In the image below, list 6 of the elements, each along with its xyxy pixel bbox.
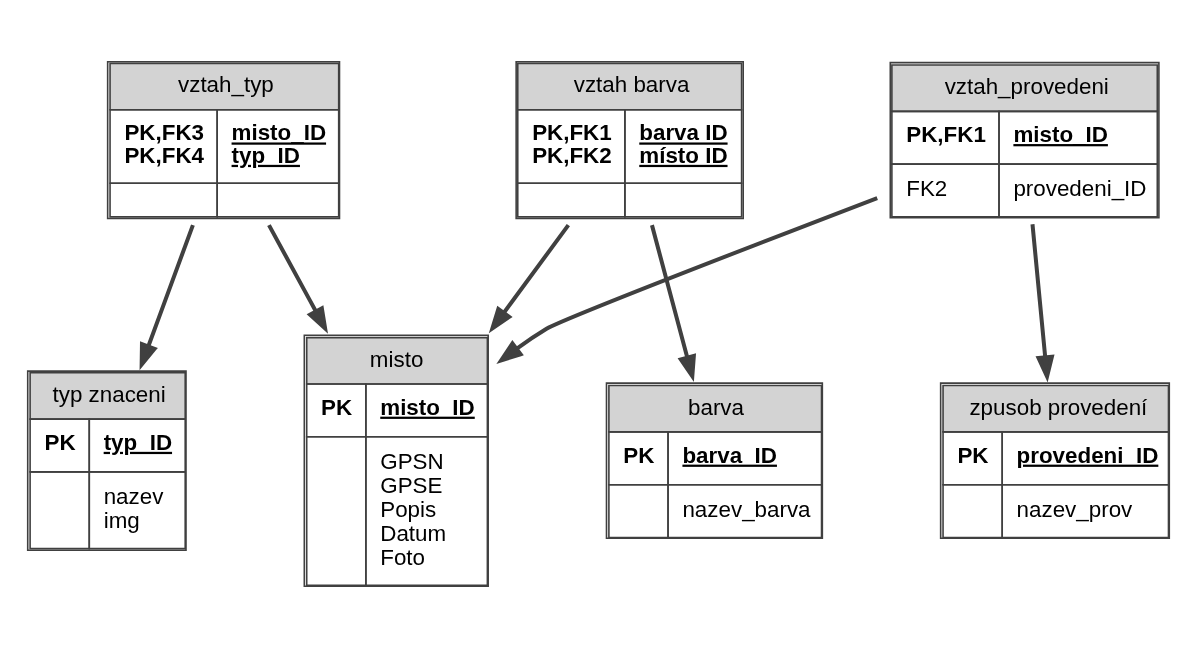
arrow: [650, 224, 697, 383]
arrow: [496, 196, 878, 365]
arrow: [1030, 224, 1055, 383]
arrow: [267, 224, 329, 334]
arrow: [139, 224, 195, 371]
arrow: [488, 223, 570, 334]
